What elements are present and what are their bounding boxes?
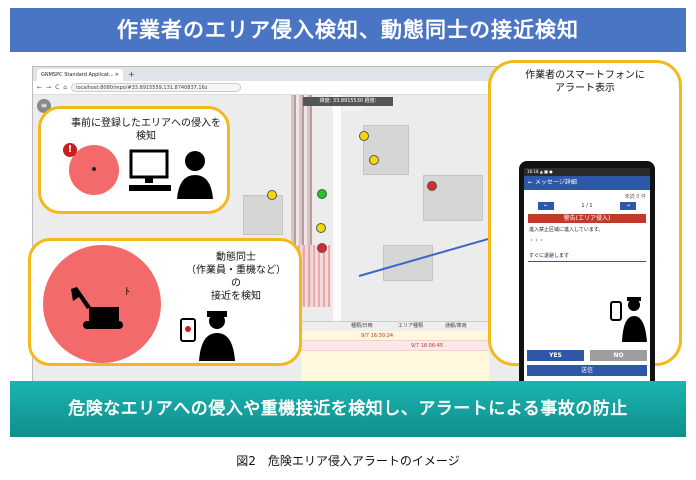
message-detail-header[interactable]: ← メッセージ詳細 bbox=[524, 176, 650, 190]
alert-marker-icon[interactable] bbox=[427, 181, 437, 191]
warning-icon: ! bbox=[63, 143, 77, 157]
reply-input[interactable]: すぐに退避します bbox=[528, 250, 646, 262]
tab-title: GNMSPC Standard Applicat... bbox=[41, 72, 114, 78]
close-icon[interactable]: × bbox=[114, 72, 119, 78]
figure-caption: 図2 危険エリア侵入アラートのイメージ bbox=[236, 454, 460, 468]
table-row[interactable]: 9/7 16:06:45 bbox=[301, 341, 489, 351]
worker-dot bbox=[92, 167, 96, 171]
page-title: 作業者のエリア侵入検知、動態同士の接近検知 bbox=[10, 8, 686, 52]
alert-table: 種類/日時 エリア種類 通報/車両 9/7 16:30:24 9/7 16:06… bbox=[301, 321, 489, 381]
worker-marker-icon[interactable] bbox=[267, 190, 277, 200]
alert-marker-icon[interactable] bbox=[317, 243, 327, 253]
map-road bbox=[333, 95, 341, 325]
svg-text:ﾄ: ﾄ bbox=[125, 287, 130, 298]
url-input[interactable]: localhost:8080/mpo/#33.8915559,131.87408… bbox=[71, 83, 242, 92]
callout-phone-title: 作業者のスマートフォンに アラート表示 bbox=[525, 70, 645, 94]
worker-with-phone-icon bbox=[180, 311, 235, 361]
phone-screen: 16:18 ▲ ■ ● ← メッセージ詳細 未読 0 件 ← 1 / 1 → 警… bbox=[524, 168, 650, 390]
worker-with-phone-icon bbox=[610, 297, 647, 342]
yes-button[interactable]: YES bbox=[527, 350, 584, 361]
callout-area-text: 事前に登録したエリアへの侵入を 検知 bbox=[71, 118, 221, 142]
callout-area-intrusion: 事前に登録したエリアへの侵入を 検知 ! bbox=[38, 106, 230, 214]
unread-count: 未読 0 件 bbox=[624, 194, 646, 200]
status-time: 16:18 bbox=[527, 169, 539, 174]
status-icons: ▲ ■ ● bbox=[539, 169, 553, 174]
reload-icon[interactable]: C bbox=[55, 84, 60, 91]
column-header: エリア種類 bbox=[398, 323, 424, 329]
new-tab-button[interactable]: + bbox=[128, 70, 135, 79]
forward-icon[interactable]: → bbox=[46, 84, 52, 91]
callout-machine-text: 動態同士 （作業員・重機など） の 接近を検知 bbox=[186, 252, 286, 302]
operator-at-desk-icon bbox=[129, 149, 213, 199]
coordinate-readout: 緯度: 33.8915530 経度: 131.8740837 bbox=[303, 97, 393, 113]
home-icon[interactable]: ⌂ bbox=[63, 84, 68, 91]
column-header: 通報/車両 bbox=[445, 323, 467, 329]
alert-table-header: 種類/日時 エリア種類 通報/車両 bbox=[301, 322, 489, 331]
message-ellipsis: ・・・ bbox=[529, 238, 545, 244]
machine-marker-icon[interactable] bbox=[317, 189, 327, 199]
excavator-icon: ﾄ bbox=[71, 287, 130, 329]
no-button[interactable]: NO bbox=[590, 350, 647, 361]
back-icon[interactable]: ← bbox=[37, 84, 43, 91]
page-indicator: 1 / 1 bbox=[581, 203, 593, 209]
column-header: 種類/日時 bbox=[351, 323, 373, 329]
callout-machine-approach: ﾄ 動態同士 （作業員・重機など） の 接近を検知 bbox=[28, 238, 302, 366]
illustration-stage: GNMSPC Standard Applicat... × + ← → C ⌂ … bbox=[10, 56, 686, 442]
table-row[interactable]: 9/7 16:30:24 bbox=[301, 331, 489, 341]
status-bar: 16:18 ▲ ■ ● bbox=[524, 168, 650, 176]
danger-zone-circle bbox=[69, 145, 119, 195]
warning-message: 進入禁止区域に進入しています。 bbox=[529, 227, 604, 233]
summary-banner: 危険なエリアへの侵入や重機接近を検知し、アラートによる事故の防止 bbox=[10, 381, 686, 437]
send-button[interactable]: 送信 bbox=[527, 365, 647, 376]
worker-marker-icon[interactable] bbox=[316, 223, 326, 233]
worker-marker-icon[interactable] bbox=[369, 155, 379, 165]
worker-marker-icon[interactable] bbox=[359, 131, 369, 141]
warning-title: 警告(エリア侵入) bbox=[528, 214, 646, 223]
approach-zone-circle bbox=[43, 245, 161, 363]
pager: ← 1 / 1 → bbox=[524, 200, 650, 212]
next-button[interactable]: → bbox=[619, 202, 636, 210]
smartphone: 16:18 ▲ ■ ● ← メッセージ詳細 未読 0 件 ← 1 / 1 → 警… bbox=[519, 161, 655, 403]
browser-tab[interactable]: GNMSPC Standard Applicat... × bbox=[37, 69, 123, 81]
column-header bbox=[301, 322, 348, 331]
map-building bbox=[383, 245, 433, 281]
answer-row: YES NO bbox=[527, 350, 647, 361]
map-building bbox=[363, 125, 409, 175]
map-building bbox=[243, 195, 283, 235]
prev-button[interactable]: ← bbox=[538, 202, 554, 210]
